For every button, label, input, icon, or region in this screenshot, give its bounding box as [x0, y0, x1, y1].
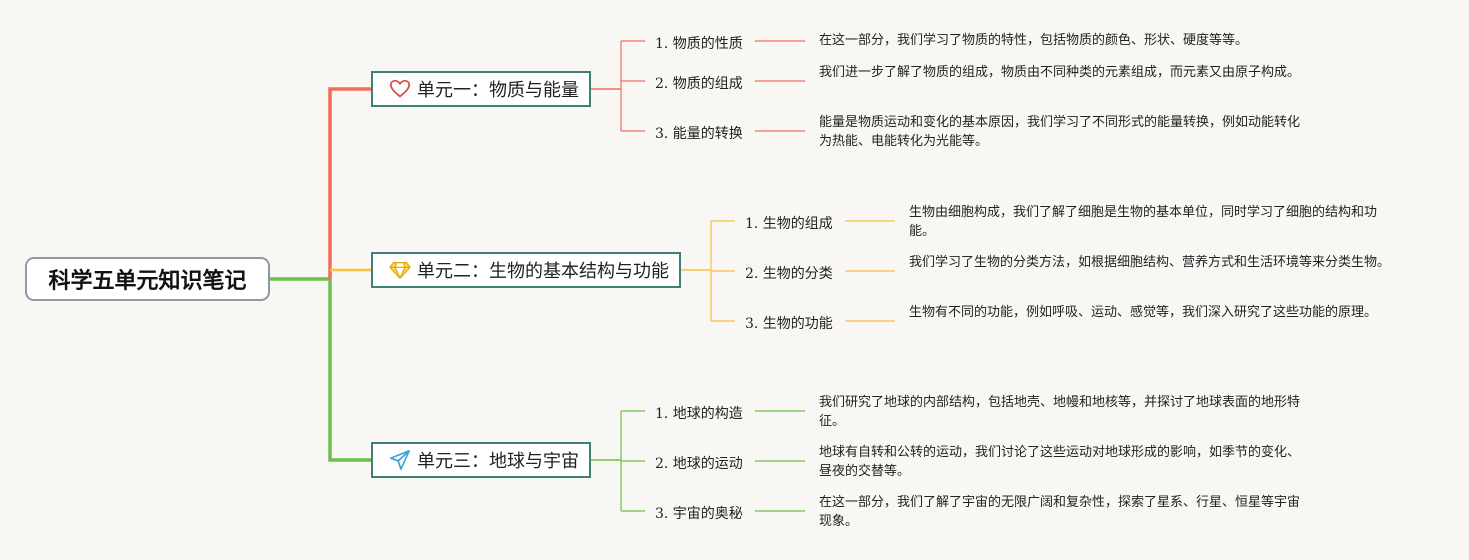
- subtopic-1-1[interactable]: 1. 物质的性质: [655, 36, 743, 52]
- diamond-icon: [389, 259, 411, 281]
- description-2-3: 生物有不同的功能，例如呼吸、运动、感觉等，我们深入研究了这些功能的原理。: [909, 305, 1378, 320]
- paper-plane-icon: [389, 449, 411, 471]
- subtopic-3-3[interactable]: 3. 宇宙的奥秘: [655, 506, 743, 522]
- unit-title: 单元二：生物的基本结构与功能: [417, 261, 669, 282]
- subtopic-3-1[interactable]: 1. 地球的构造: [655, 406, 743, 422]
- heart-icon: [389, 78, 411, 100]
- description-2-2: 我们学习了生物的分类方法，如根据细胞结构、营养方式和生活环境等来分类生物。: [909, 255, 1391, 270]
- description-1-1: 在这一部分，我们学习了物质的特性，包括物质的颜色、形状、硬度等等。: [819, 33, 1249, 48]
- subtopic-3-2[interactable]: 2. 地球的运动: [655, 456, 743, 472]
- subtopic-1-3[interactable]: 3. 能量的转换: [655, 126, 743, 142]
- subtopic-2-3[interactable]: 3. 生物的功能: [745, 316, 833, 332]
- branch-line-3: [328, 279, 371, 462]
- description-3-2: 地球有自转和公转的运动，我们讨论了这些运动对地球形成的影响，如季节的变化、昼夜的…: [819, 445, 1301, 479]
- unit-title: 单元一：物质与能量: [417, 80, 579, 101]
- description-3-1: 我们研究了地球的内部结构，包括地壳、地幔和地核等，并探讨了地球表面的地形特征。: [819, 395, 1301, 429]
- description-1-3: 能量是物质运动和变化的基本原因，我们学习了不同形式的能量转换，例如动能转化为热能…: [819, 115, 1301, 149]
- unit-node-1[interactable]: 单元一：物质与能量: [371, 71, 591, 107]
- unit-title: 单元三：地球与宇宙: [417, 451, 579, 472]
- description-1-2: 我们进一步了解了物质的组成，物质由不同种类的元素组成，而元素又由原子构成。: [819, 65, 1301, 80]
- subtopic-2-2[interactable]: 2. 生物的分类: [745, 266, 833, 282]
- branch-line-1: [328, 87, 371, 279]
- description-2-1: 生物由细胞构成，我们了解了细胞是生物的基本单位，同时学习了细胞的结构和功能。: [909, 205, 1378, 239]
- subtopic-2-1[interactable]: 1. 生物的组成: [745, 216, 833, 232]
- root-title: 科学五单元知识笔记: [48, 269, 247, 294]
- unit-node-3[interactable]: 单元三：地球与宇宙: [371, 442, 591, 478]
- subtopic-1-2[interactable]: 2. 物质的组成: [655, 76, 743, 92]
- description-3-3: 在这一部分，我们了解了宇宙的无限广阔和复杂性，探索了星系、行星、恒星等宇宙现象。: [819, 495, 1301, 529]
- unit-node-2[interactable]: 单元二：生物的基本结构与功能: [371, 252, 681, 288]
- root-node[interactable]: 科学五单元知识笔记: [25, 257, 270, 301]
